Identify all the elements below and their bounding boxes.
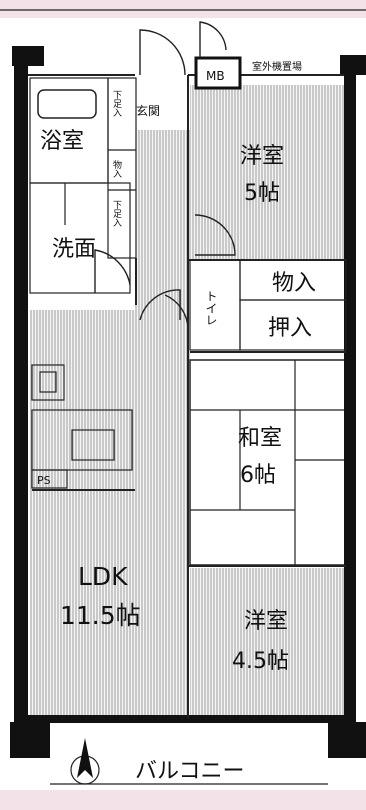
japanese-room-name: 和室 bbox=[238, 426, 282, 451]
closet bbox=[239, 299, 347, 351]
mb-label: MB bbox=[206, 69, 225, 83]
wall-corner-br bbox=[328, 722, 366, 758]
wash-room bbox=[29, 182, 131, 294]
hallway-floor bbox=[135, 130, 190, 370]
ps-label: PS bbox=[37, 474, 51, 487]
western-room-1-size: 5帖 bbox=[244, 181, 280, 206]
entrance-door[interactable] bbox=[139, 29, 186, 76]
wall-corner-bl bbox=[10, 722, 50, 758]
ldk-name: LDK bbox=[78, 562, 128, 591]
bathtub-icon bbox=[37, 89, 97, 119]
top-strip bbox=[0, 0, 366, 18]
toilet-label: トイレ bbox=[204, 290, 218, 326]
wall-bottom bbox=[14, 715, 356, 723]
shoe-storage bbox=[107, 77, 137, 259]
washroom-label: 洗面 bbox=[52, 237, 96, 262]
storage-label: 物入 bbox=[272, 271, 316, 296]
shoebox-top-label: 下足入 bbox=[111, 90, 122, 117]
ps-box bbox=[31, 469, 68, 489]
outdoor-unit-label: 室外機置場 bbox=[252, 60, 302, 73]
wall-right bbox=[344, 60, 356, 720]
ldk-door[interactable] bbox=[139, 289, 181, 321]
shoebox-mid-label: 物入 bbox=[111, 159, 122, 178]
kitchen-sink-icon bbox=[71, 429, 115, 461]
tatami-mats bbox=[189, 359, 347, 566]
western-room-2-size: 4.5帖 bbox=[232, 649, 289, 674]
balcony-label: バルコニー bbox=[135, 759, 245, 784]
closet-label: 押入 bbox=[268, 316, 312, 341]
mb-door[interactable] bbox=[199, 21, 227, 58]
toilet-door[interactable] bbox=[164, 294, 189, 331]
mb-box bbox=[194, 56, 242, 90]
shoebox-bottom-label: 下足入 bbox=[111, 200, 122, 227]
wall-left bbox=[14, 46, 28, 746]
washroom-door[interactable] bbox=[94, 249, 131, 293]
western-room-1-door[interactable] bbox=[194, 214, 236, 256]
balcony bbox=[50, 724, 328, 784]
bottom-strip bbox=[0, 790, 366, 810]
entrance-label: 玄関 bbox=[136, 103, 160, 118]
western-room-1-floor bbox=[190, 85, 346, 260]
ldk-size: 11.5帖 bbox=[60, 601, 141, 630]
north-arrow-icon bbox=[70, 738, 100, 785]
western-room-2-floor bbox=[190, 568, 346, 720]
western-room-2-name: 洋室 bbox=[244, 609, 288, 634]
stove-icon bbox=[31, 364, 65, 401]
western-room-1-name: 洋室 bbox=[240, 144, 284, 169]
japanese-room-size: 6帖 bbox=[240, 463, 276, 488]
kitchen-counter bbox=[31, 409, 133, 471]
bath-label: 浴室 bbox=[40, 129, 84, 154]
